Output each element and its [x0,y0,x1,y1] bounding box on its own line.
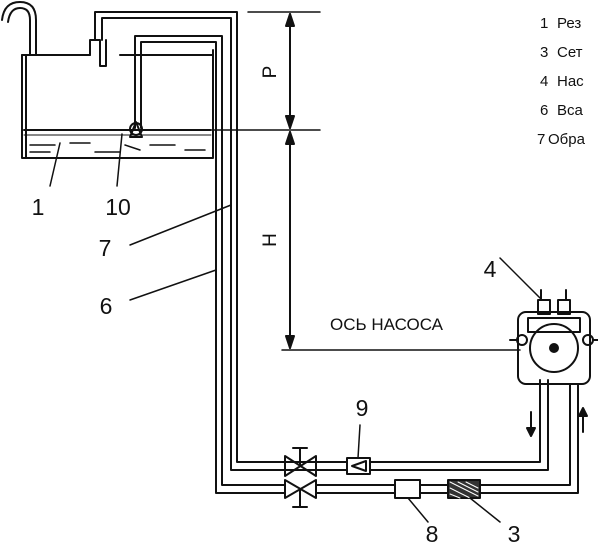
check-valve [346,457,371,475]
label-9: 9 [356,395,369,421]
suction-pipe [134,35,579,494]
legend-num-1: 1 [540,15,548,32]
label-3: 3 [508,521,521,545]
valve-top [284,447,317,477]
return-pipe [94,11,549,471]
legend: 1 Рез 3 Сет 4 Нас 6 Вса 7 Обра [537,15,586,148]
legend-text-3: Сет [557,44,583,61]
label-8: 8 [426,521,439,545]
dimension-lines [212,11,521,351]
legend-text-1: Рез [557,15,581,32]
vent-neck [89,39,107,67]
valve-bottom [284,479,317,508]
legend-text-4: Нас [557,73,584,90]
pump-axis-label: ОСЬ НАСОСА [330,315,444,334]
label-6: 6 [100,293,113,319]
legend-num-7: 7 [537,131,545,148]
tank [21,49,214,159]
label-4: 4 [484,256,497,282]
legend-num-6: 6 [540,102,548,119]
filler-neck [1,1,37,56]
label-7: 7 [99,235,112,261]
pump [509,289,598,385]
flow-arrows [526,407,588,437]
filter-8 [394,479,421,499]
label-1: 1 [32,194,45,220]
foot-valve [124,121,143,151]
legend-num-4: 4 [540,73,548,90]
strainer-3 [447,479,481,499]
leader-lines [49,133,541,523]
label-10: 10 [105,194,131,220]
legend-text-6: Вса [557,102,584,119]
dimension-h-label: Н [260,233,281,247]
legend-num-3: 3 [540,44,548,61]
dimension-p-label: Р [260,66,281,79]
legend-text-7: Обра [548,131,586,148]
